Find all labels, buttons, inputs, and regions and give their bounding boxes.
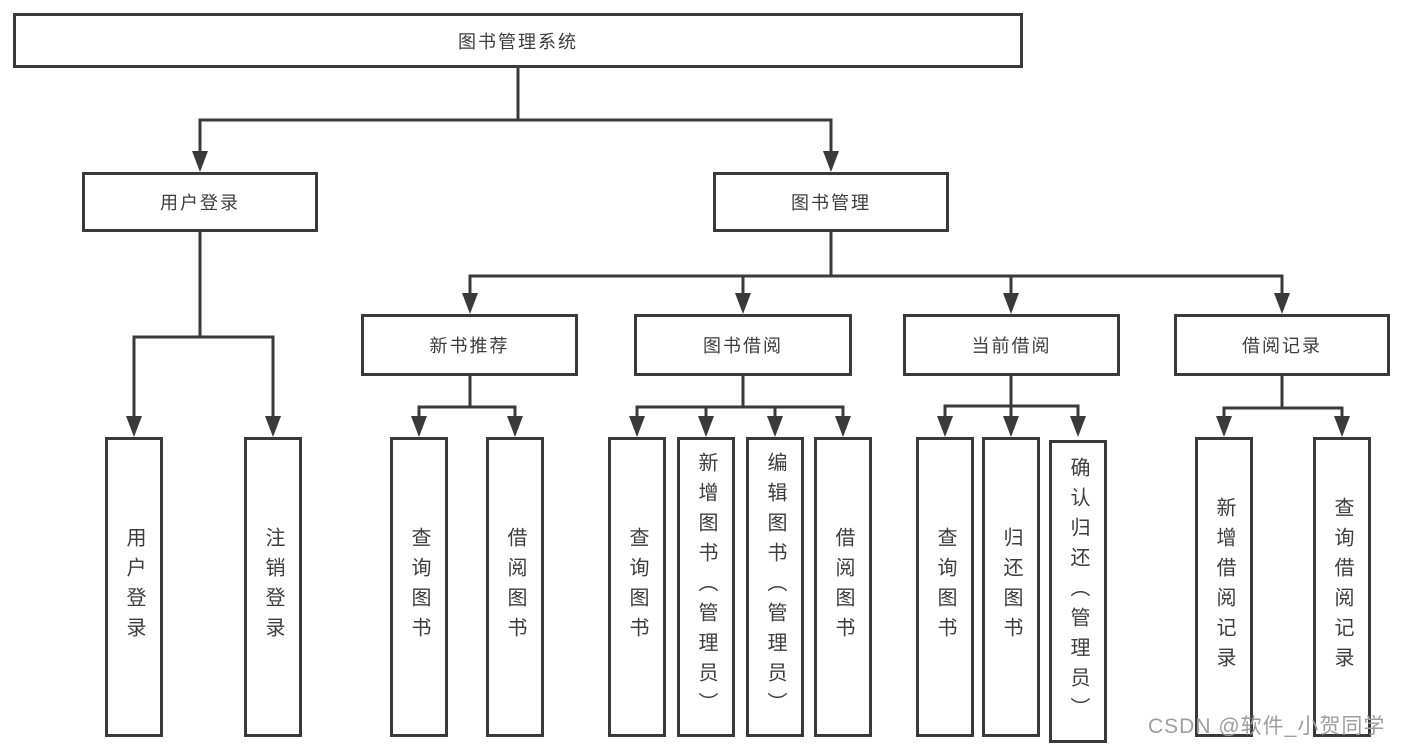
leaf-label: 查询图书: [626, 527, 648, 647]
leaf-label: 用户登录: [123, 527, 145, 647]
connector-root-to-level2: [198, 66, 833, 158]
connector-borrow-records-to-leaves: [1222, 374, 1344, 423]
leaf-label: 新增借阅记录: [1213, 497, 1235, 677]
arrowhead: [192, 151, 208, 172]
connector-book-mgmt-to-level3: [468, 230, 1284, 300]
leaf-label: 注销登录: [262, 527, 284, 647]
arrowhead: [767, 416, 783, 437]
connector-current-borrow-to-leaves: [943, 375, 1080, 423]
leaf-query-books-rec: 查询图书: [390, 437, 448, 737]
arrowhead: [265, 416, 281, 437]
arrowhead: [735, 293, 751, 314]
arrowhead: [411, 416, 427, 437]
arrowhead: [1216, 416, 1232, 437]
leaf-return-books: 归还图书: [982, 437, 1040, 737]
arrowhead: [629, 416, 645, 437]
leaf-label: 查询图书: [934, 527, 956, 647]
node-current-borrow: 当前借阅: [903, 314, 1120, 376]
node-borrow-records: 借阅记录: [1174, 314, 1390, 376]
leaf-logout: 注销登录: [244, 437, 302, 737]
arrowhead: [823, 151, 839, 172]
arrowhead: [698, 416, 714, 437]
arrowhead: [937, 416, 953, 437]
leaf-label: 查询图书: [408, 527, 430, 647]
arrowhead: [507, 416, 523, 437]
arrowhead: [1003, 416, 1019, 437]
leaf-label: 确认归还（管理员）: [1067, 456, 1089, 727]
leaf-label: 归还图书: [1000, 527, 1022, 647]
node-user-login: 用户登录: [82, 172, 318, 232]
leaf-add-book-admin: 新增图书（管理员）: [677, 437, 735, 737]
arrowhead: [1274, 293, 1290, 314]
leaf-label: 编辑图书（管理员）: [764, 452, 786, 722]
connector-new-book-rec-to-leaves: [417, 374, 517, 423]
leaf-label: 新增图书（管理员）: [695, 452, 717, 722]
csdn-watermark: CSDN @软件_小贺同学: [1148, 715, 1386, 738]
arrowhead: [1334, 416, 1350, 437]
arrowhead: [1003, 293, 1019, 314]
leaf-borrow-books: 借阅图书: [814, 437, 872, 737]
leaf-confirm-return-admin: 确认归还（管理员）: [1049, 440, 1107, 743]
leaf-query-borrow-record: 查询借阅记录: [1313, 437, 1371, 737]
leaf-query-books-borrow: 查询图书: [608, 437, 666, 737]
node-book-mgmt: 图书管理: [713, 172, 949, 232]
arrowhead: [462, 293, 478, 314]
leaf-label: 借阅图书: [504, 527, 526, 647]
arrowhead: [835, 416, 851, 437]
arrowhead: [1070, 416, 1086, 437]
connector-book-borrow-to-leaves: [635, 374, 845, 423]
leaf-edit-book-admin: 编辑图书（管理员）: [746, 437, 804, 737]
leaf-label: 借阅图书: [832, 527, 854, 647]
node-book-borrow: 图书借阅: [634, 314, 852, 376]
node-new-book-rec: 新书推荐: [361, 314, 578, 376]
connector-user-login-to-leaves: [132, 230, 275, 423]
leaf-label: 查询借阅记录: [1331, 497, 1353, 677]
leaf-user-login: 用户登录: [105, 437, 163, 737]
node-root: 图书管理系统: [13, 13, 1023, 68]
leaf-add-borrow-record: 新增借阅记录: [1195, 437, 1253, 737]
leaf-borrow-books-rec: 借阅图书: [486, 437, 544, 737]
leaf-query-books-current: 查询图书: [916, 437, 974, 737]
arrowhead: [126, 416, 142, 437]
